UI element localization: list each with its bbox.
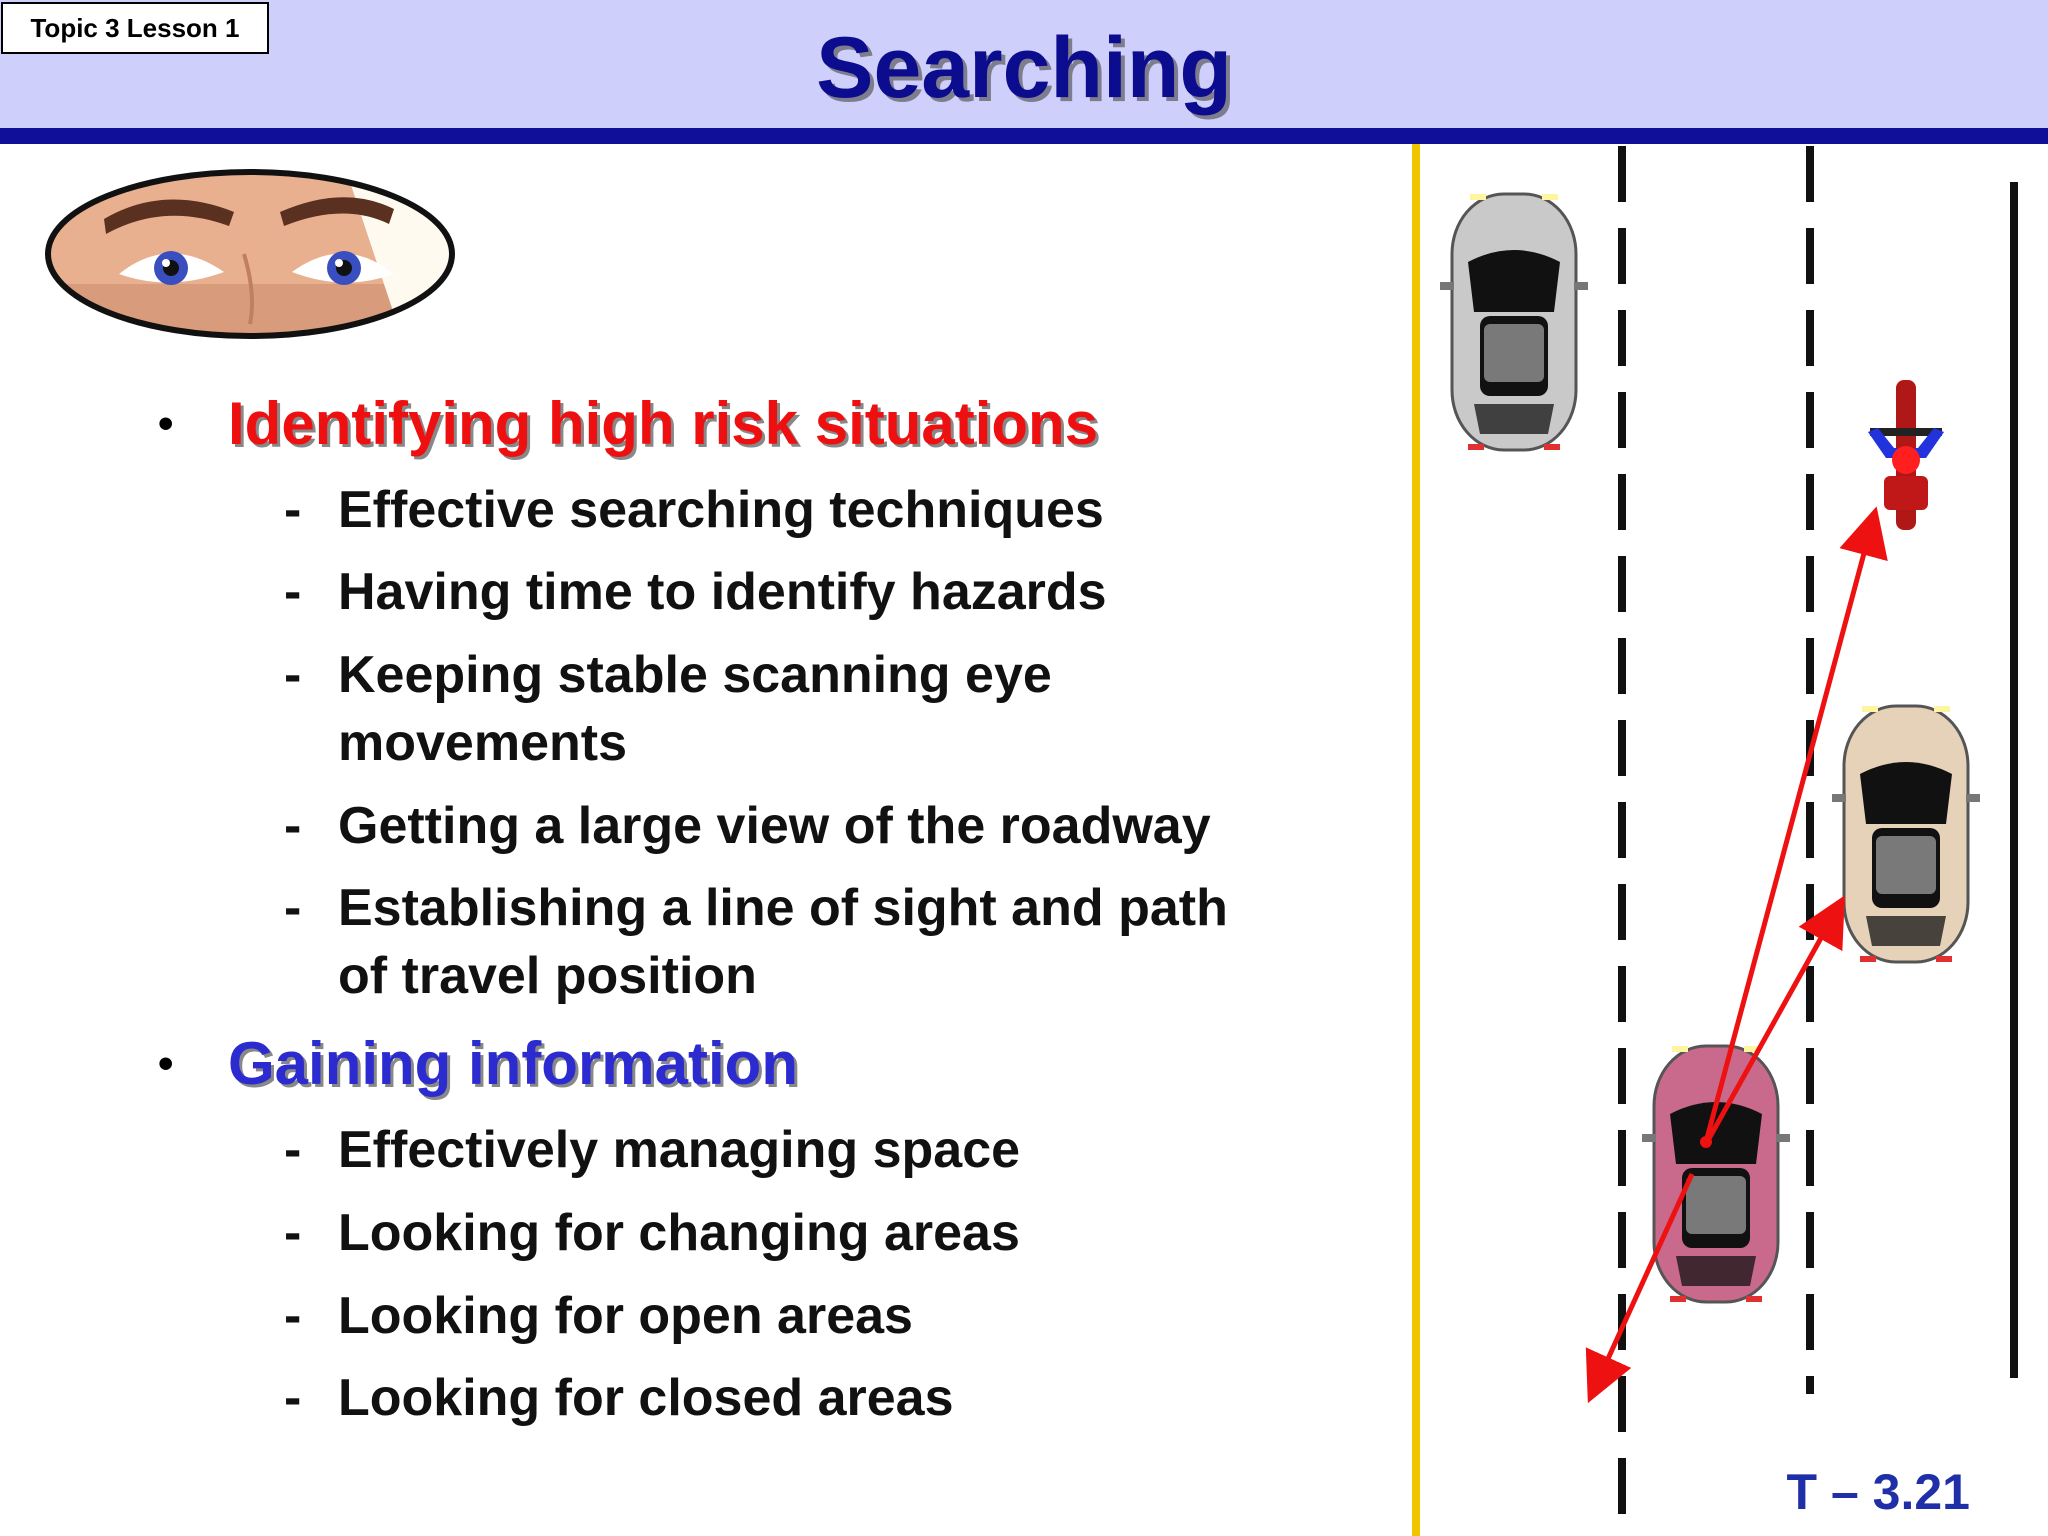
left-eyebrow: [104, 199, 234, 234]
heading-text: Identifying high risk situations: [228, 390, 1099, 457]
yellow-center-line: [1412, 144, 1420, 1536]
slide-title: Searching: [816, 20, 1232, 116]
eyes-illustration: [45, 169, 455, 339]
motorcycle: [1868, 380, 1944, 530]
bullet-glyph: •: [158, 399, 174, 448]
slide-number: T – 3.21: [1786, 1464, 1970, 1520]
right-eyebrow: [280, 197, 394, 226]
bullet-glyph: •: [158, 1039, 174, 1088]
beige-car: [1830, 704, 1982, 964]
sight-line-to-beige-car: [1703, 895, 1845, 1146]
road-edge-line: [2010, 182, 2018, 1378]
heading-text: Gaining information: [228, 1030, 798, 1097]
silver-car: [1438, 192, 1590, 452]
sight-line-rear: [1585, 1172, 1695, 1404]
topic-tag: Topic 3 Lesson 1: [1, 2, 269, 54]
pink-car: [1640, 1044, 1792, 1304]
header-band: [0, 0, 2048, 128]
sight-line-to-motorcycle: [1703, 506, 1888, 1143]
road-diagram: [1412, 144, 2018, 1536]
header-rule: [0, 128, 2048, 144]
